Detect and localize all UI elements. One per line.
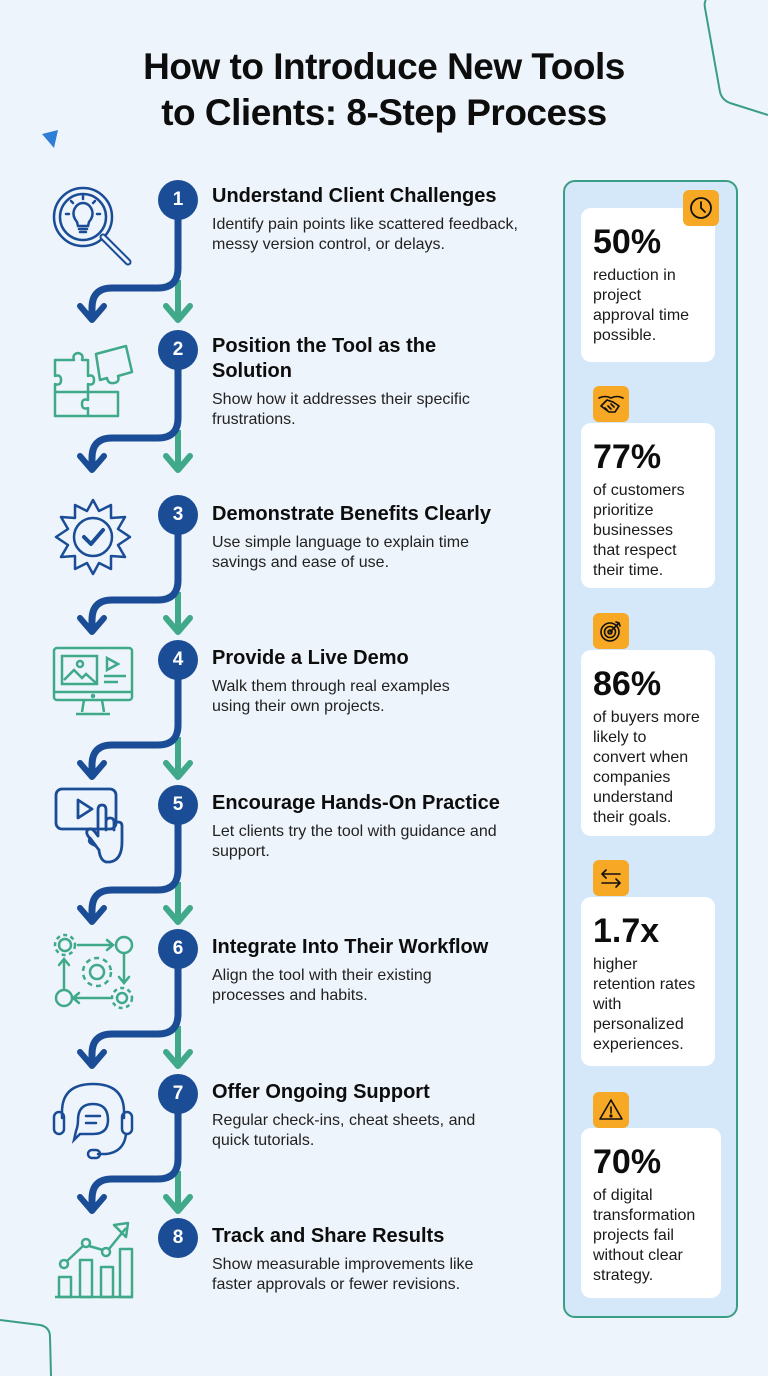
stat-card-3: 86% of buyers more likely to convert whe… (581, 650, 715, 836)
step-title: Offer Ongoing Support (212, 1081, 430, 1103)
title-line-1: How to Introduce New Tools (143, 46, 625, 87)
step-description: Walk them through real examples using th… (212, 678, 450, 715)
puzzle-icon (53, 344, 134, 418)
step-title: Track and Share Results (212, 1225, 445, 1247)
step-title: Understand Client Challenges (212, 185, 497, 207)
step-1: Understand Client Challenges Identify pa… (212, 184, 532, 255)
step-number-8: 8 (158, 1218, 198, 1258)
step-2: Position the Tool as the Solution Show h… (212, 334, 532, 430)
stat-badge-2 (593, 386, 629, 422)
stat-value: 77% (593, 438, 662, 476)
stat-value: 70% (593, 1143, 662, 1181)
page-title: How to Introduce New Tools to Clients: 8… (0, 44, 768, 136)
step-description: Identify pain points like scattered feed… (212, 216, 518, 253)
step-description: Regular check-ins, cheat sheets, and qui… (212, 1112, 476, 1149)
swap-arrows-icon (601, 869, 621, 888)
step-number-2: 2 (158, 330, 198, 370)
stat-description: reduction in project approval time possi… (593, 267, 690, 344)
monitor-media-icon (52, 646, 134, 716)
stat-value: 50% (593, 223, 662, 261)
title-line-2: to Clients: 8-Step Process (161, 92, 607, 133)
step-description: Show measurable improvements like faster… (212, 1256, 474, 1293)
step-number-7: 7 (158, 1074, 198, 1114)
step-title: Encourage Hands-On Practice (212, 792, 500, 814)
step-8: Track and Share Results Show measurable … (212, 1224, 532, 1295)
headset-chat-icon (52, 1082, 134, 1160)
video-touch-icon (54, 787, 124, 864)
step-6: Integrate Into Their Workflow Align the … (212, 935, 532, 1006)
stat-card-2: 77% of customers prioritize businesses t… (581, 423, 715, 588)
step-number-5: 5 (158, 785, 198, 825)
step-title: Integrate Into Their Workflow (212, 936, 489, 958)
stat-description: of digital transformation projects fail … (593, 1187, 696, 1284)
step-7: Offer Ongoing Support Regular check-ins,… (212, 1080, 532, 1151)
step-number-3: 3 (158, 495, 198, 535)
step-title: Demonstrate Benefits Clearly (212, 503, 491, 525)
corner-decoration-bottom-left (0, 1319, 52, 1376)
growth-chart-icon (55, 1221, 134, 1299)
workflow-gears-icon (53, 933, 134, 1010)
step-title: Provide a Live Demo (212, 647, 409, 669)
step-4: Provide a Live Demo Walk them through re… (212, 646, 532, 717)
step-number-1: 1 (158, 180, 198, 220)
step-number-6: 6 (158, 929, 198, 969)
step-title: Position the Tool as the Solution (212, 335, 437, 382)
stat-description: of customers prioritize businesses that … (593, 482, 685, 579)
stat-badge-1 (683, 190, 719, 226)
step-description: Use simple language to explain time savi… (212, 534, 470, 571)
stat-value: 86% (593, 665, 662, 703)
step-number-4: 4 (158, 640, 198, 680)
step-description: Align the tool with their existing proce… (212, 967, 432, 1004)
lightbulb-magnifier-icon (52, 186, 132, 266)
stat-badge-3 (593, 613, 629, 649)
stat-badge-4 (593, 860, 629, 896)
stat-description: of buyers more likely to convert when co… (593, 709, 700, 826)
stat-card-4: 1.7x higher retention rates with persona… (581, 897, 715, 1066)
warning-icon (599, 1099, 623, 1120)
handshake-icon (598, 395, 624, 413)
step-description: Show how it addresses their specific fru… (212, 391, 470, 428)
badge-check-icon (54, 498, 132, 576)
step-5: Encourage Hands-On Practice Let clients … (212, 791, 532, 862)
stat-card-1: 50% reduction in project approval time p… (581, 208, 715, 362)
corner-decoration-top-right (703, 0, 768, 116)
stat-value: 1.7x (593, 912, 660, 950)
clock-icon (690, 197, 712, 219)
step-description: Let clients try the tool with guidance a… (212, 823, 497, 860)
stat-card-5: 70% of digital transformation projects f… (581, 1128, 721, 1298)
step-3: Demonstrate Benefits Clearly Use simple … (212, 502, 532, 573)
stat-description: higher retention rates with personalized… (593, 956, 696, 1053)
triangle-decoration (42, 130, 58, 148)
target-icon (600, 621, 621, 642)
stat-badge-5 (593, 1092, 629, 1128)
